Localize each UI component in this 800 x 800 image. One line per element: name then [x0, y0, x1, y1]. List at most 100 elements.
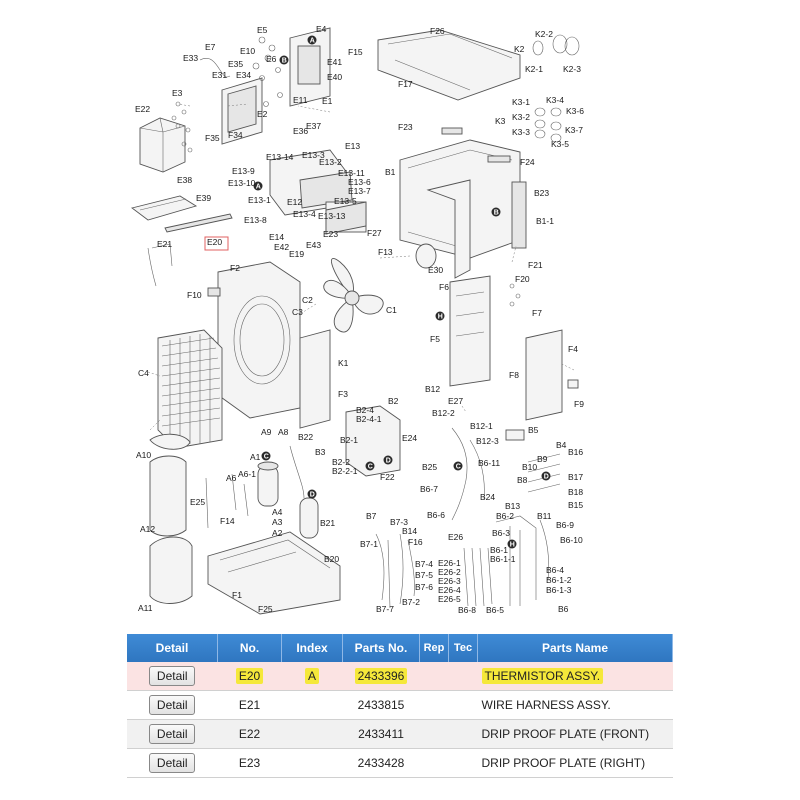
- part-e7-wire: [199, 58, 231, 78]
- callout-label: E13-8: [244, 215, 267, 225]
- callout-label: F24: [520, 157, 535, 167]
- part-b12-pipe: [451, 427, 468, 521]
- detail-button[interactable]: Detail: [149, 666, 196, 686]
- callout-label: B2-4: [356, 405, 374, 415]
- callout-label: F9: [574, 399, 584, 409]
- callout-label: F22: [380, 472, 395, 482]
- svg-text:H: H: [510, 542, 515, 549]
- callout-label: E19: [289, 249, 304, 259]
- badge-b-icon: B: [491, 207, 501, 217]
- part-f4-side: [525, 329, 563, 421]
- part-b5: [505, 429, 525, 441]
- cell-parts-no: 2433428: [342, 748, 420, 778]
- svg-text:D: D: [386, 458, 391, 465]
- callout-label: E12: [287, 197, 302, 207]
- header-parts-no[interactable]: Parts No.: [342, 634, 420, 662]
- callout-label: E40: [327, 72, 342, 82]
- svg-text:C: C: [456, 464, 461, 471]
- callout-label: F1: [232, 590, 242, 600]
- callout-label: E23: [323, 229, 338, 239]
- cell-no: E21: [217, 690, 282, 720]
- cell-no: E20: [217, 662, 282, 691]
- header-rep[interactable]: Rep: [419, 634, 449, 662]
- header-detail[interactable]: Detail: [127, 634, 218, 662]
- cell-parts-name: DRIP PROOF PLATE (RIGHT): [477, 748, 673, 778]
- no-value: E20: [235, 668, 264, 684]
- table-row[interactable]: Detail E20 A 2433396 THERMISTOR ASSY.: [127, 662, 673, 691]
- callout-label: E4: [316, 24, 327, 34]
- badge-d-icon: D: [541, 471, 551, 481]
- header-tec[interactable]: Tec: [448, 634, 478, 662]
- index-value: A: [304, 668, 319, 684]
- callout-label: A10: [136, 450, 151, 460]
- callout-label: E30: [428, 265, 443, 275]
- callout-label: B3: [315, 447, 326, 457]
- header-index[interactable]: Index: [281, 634, 343, 662]
- callout-label: A11: [138, 603, 153, 613]
- callout-label: K3-7: [565, 125, 583, 135]
- callout-label: B7-6: [415, 582, 433, 592]
- callout-label: B7-5: [415, 570, 433, 580]
- callout-label: F27: [367, 228, 382, 238]
- callout-label: K2: [514, 44, 525, 54]
- detail-button[interactable]: Detail: [149, 695, 196, 715]
- detail-button[interactable]: Detail: [149, 724, 196, 744]
- callout-label: C1: [386, 305, 397, 315]
- callout-label: B7: [366, 511, 377, 521]
- part-f10: [207, 287, 221, 297]
- badge-c-icon: C: [453, 461, 463, 471]
- detail-button[interactable]: Detail: [149, 753, 196, 773]
- detail-cell: Detail: [127, 748, 218, 778]
- callout-label: A8: [278, 427, 289, 437]
- callout-label: E13-11: [338, 168, 365, 178]
- callout-label: B7-1: [360, 539, 378, 549]
- callout-label: E3: [172, 88, 183, 98]
- part-f2-panel: [217, 261, 301, 419]
- callout-label: E13-7: [348, 186, 371, 196]
- cell-parts-no: 2433815: [342, 690, 420, 720]
- callout-label: E13-9: [232, 166, 255, 176]
- callout-label: B6-8: [458, 605, 476, 615]
- part-motor: [415, 243, 437, 269]
- part-k1-side: [299, 329, 331, 429]
- callout-label: B6-6: [427, 510, 445, 520]
- part-f9: [567, 379, 579, 389]
- part-c1-fan: [323, 258, 384, 333]
- callout-label: E38: [177, 175, 192, 185]
- callout-label: E25: [190, 497, 205, 507]
- callout-label: B6-3: [492, 528, 510, 538]
- badge-c-icon: C: [261, 451, 271, 461]
- e20-diagram-label[interactable]: E20: [207, 237, 222, 247]
- callout-label: B6-9: [556, 520, 574, 530]
- part-a10: [149, 433, 191, 450]
- header-no[interactable]: No.: [217, 634, 282, 662]
- callout-label: E34: [236, 70, 251, 80]
- table-row[interactable]: Detail E23 2433428 DRIP PROOF PLATE (RIG…: [127, 748, 673, 778]
- callout-label: F7: [532, 308, 542, 318]
- callout-label: E39: [196, 193, 211, 203]
- callout-label: B6-11: [478, 458, 500, 468]
- svg-text:B: B: [494, 210, 499, 217]
- callout-label: F21: [528, 260, 543, 270]
- header-parts-name[interactable]: Parts Name: [477, 634, 673, 662]
- callout-label: B6: [558, 604, 569, 614]
- callout-label: F6: [439, 282, 449, 292]
- callout-label: B20: [324, 554, 339, 564]
- callout-label: E5: [257, 25, 268, 35]
- callout-label: F34: [228, 130, 243, 140]
- table-row[interactable]: Detail E22 2433411 DRIP PROOF PLATE (FRO…: [127, 719, 673, 749]
- part-e39-bar: [164, 213, 233, 233]
- callout-label: F26: [430, 26, 445, 36]
- e20-callout-box[interactable]: [204, 236, 229, 251]
- callout-label: E36: [293, 126, 308, 136]
- callout-label: B1-1: [536, 216, 554, 226]
- callout-label: A2: [272, 528, 283, 538]
- callout-label: A4: [272, 507, 283, 517]
- parts-no-value: 2433396: [354, 668, 408, 684]
- table-row[interactable]: Detail E21 2433815 WIRE HARNESS ASSY.: [127, 690, 673, 720]
- callout-label: E13-10: [228, 178, 256, 188]
- cell-tec: [448, 748, 478, 778]
- callout-label: E13-4: [293, 209, 316, 219]
- part-e21-harness: [147, 243, 173, 287]
- part-a1-compressor: [257, 461, 279, 507]
